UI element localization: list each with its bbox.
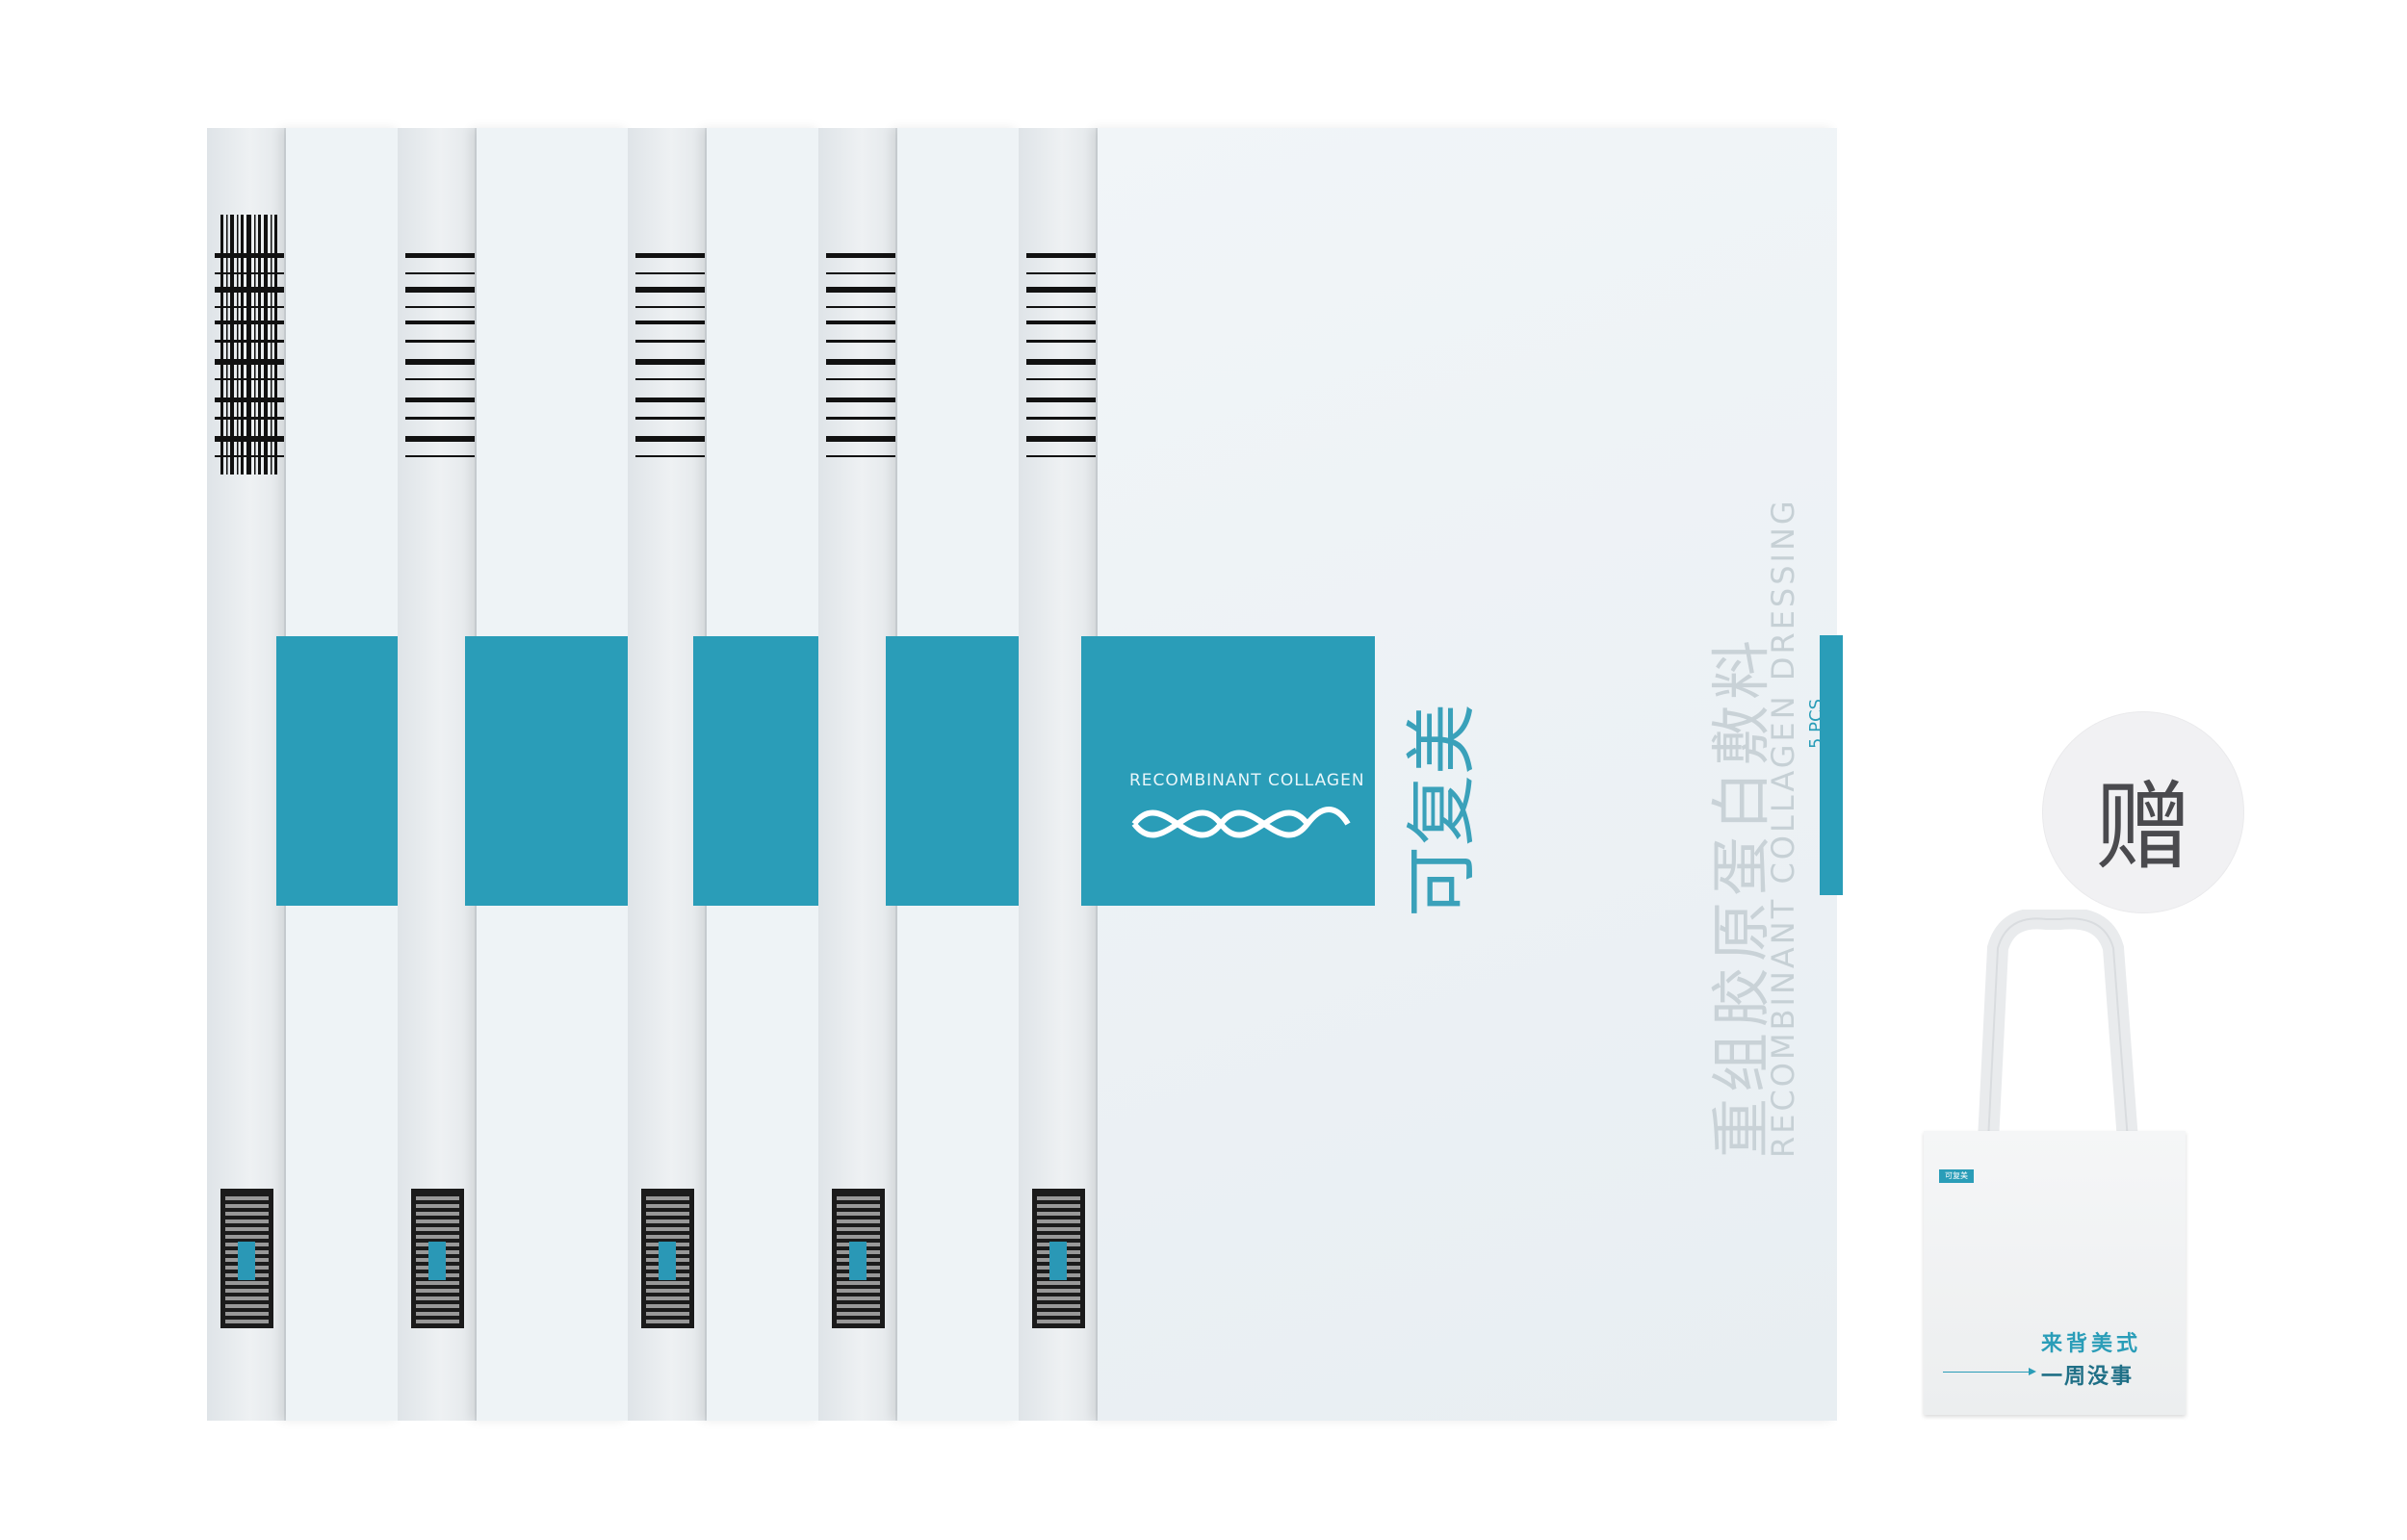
tote-bag-slogan-2: 一周没事	[2041, 1365, 2135, 1389]
brand-english: RECOMBINANT COLLAGEN	[1129, 771, 1365, 790]
brand-band	[276, 636, 401, 906]
qr-code	[411, 1189, 464, 1328]
tote-bag-slogan-1: 来背美式	[2041, 1332, 2142, 1356]
product-box-1	[207, 128, 401, 1421]
box-spine	[207, 128, 286, 1421]
brand-band: RECOMBINANT COLLAGEN	[1081, 636, 1375, 906]
box-spine	[628, 128, 707, 1421]
barcode	[1026, 215, 1096, 503]
product-box-front: RECOMBINANT COLLAGEN 可复美 重组胶原蛋白敷料 RECOMB…	[1019, 128, 1837, 1421]
box-spine	[1019, 128, 1098, 1421]
gift-badge-label: 赠	[2095, 771, 2191, 884]
barcode	[405, 215, 475, 503]
arrow-right-icon	[1943, 1368, 2036, 1375]
brand-band	[465, 636, 631, 906]
product-box-3	[628, 128, 822, 1421]
product-box-4	[818, 128, 1021, 1421]
box-spine	[818, 128, 897, 1421]
product-title-en: RECOMBINANT COLLAGEN DRESSING	[1765, 498, 1801, 1158]
tote-bag-logo: 可复美	[1939, 1169, 1974, 1183]
barcode	[215, 215, 284, 503]
helix-logo-icon	[1131, 807, 1351, 838]
brand-name-cn: 可复美	[1401, 704, 1484, 917]
qr-code	[832, 1189, 885, 1328]
barcode	[826, 215, 895, 503]
qr-code	[641, 1189, 694, 1328]
barcode	[635, 215, 705, 503]
brand-band	[886, 636, 1021, 906]
qr-code	[220, 1189, 273, 1328]
tote-bag-handles	[1978, 910, 2138, 1141]
gift-badge: 赠	[2043, 712, 2243, 912]
tote-bag: 可复美 来背美式 一周没事	[1924, 1131, 2186, 1415]
brand-band	[693, 636, 822, 906]
side-accent-bar	[1820, 635, 1843, 895]
product-box-2	[398, 128, 631, 1421]
qr-code	[1032, 1189, 1085, 1328]
box-spine	[398, 128, 477, 1421]
